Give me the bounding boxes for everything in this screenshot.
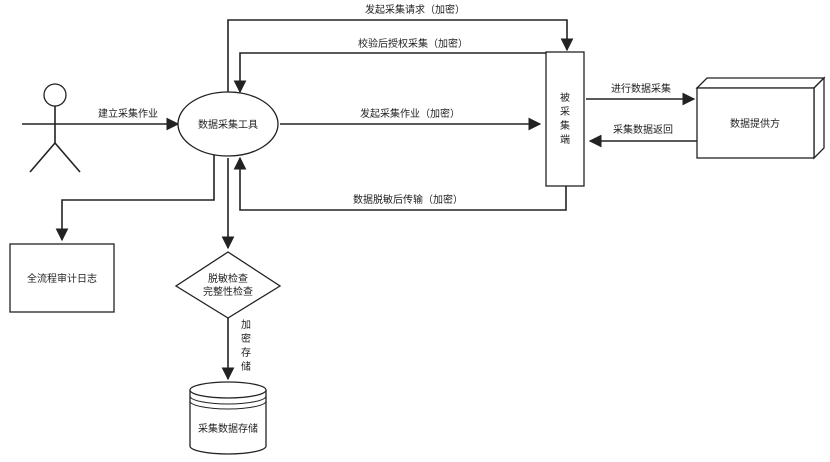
edge-label-do-collect: 进行数据采集 [611,82,671,95]
collected-end-char-2: 采 [560,106,570,118]
edge-label-authorize: 校验后授权采集（加密） [358,37,468,50]
collected-end-node: 被 采 集 端 [545,51,585,187]
storage-cylinder-node: 采集数据存储 [189,381,267,455]
data-provider-label: 数据提供方 [730,117,780,130]
check-label-line1: 脱敏检查 [208,272,248,285]
check-diamond-node: 脱敏检查 完整性检查 [174,251,282,319]
edge-request [227,19,574,92]
edge-label-transmit: 数据脱敏后传输（加密） [353,193,463,206]
edge-label-encrypt-store-char-2: 密 [241,332,251,345]
edge-label-encrypt-store-char-1: 加 [241,319,251,331]
collected-end-char-4: 端 [560,133,570,146]
collection-tool-node: 数据采集工具 [177,91,279,157]
edge-label-start-job: 发起采集作业（加密） [360,107,460,120]
audit-log-label: 全流程审计日志 [27,272,97,285]
storage-label: 采集数据存储 [198,422,258,435]
edge-label-create-job: 建立采集作业 [98,107,158,120]
collected-end-char-1: 被 [560,91,570,104]
edge-authorize [233,52,546,94]
check-label-line2: 完整性检查 [203,285,253,298]
user-actor-icon [22,83,88,173]
edge-label-request: 发起采集请求（加密） [365,3,465,16]
collected-end-char-3: 集 [560,119,570,132]
collection-tool-label: 数据采集工具 [198,118,258,131]
edge-label-encrypt-store-char-4: 储 [241,360,251,373]
data-provider-node: 数据提供方 [695,76,826,160]
edge-transmit [233,156,567,211]
audit-log-node: 全流程审计日志 [9,243,115,313]
edge-audit [55,155,215,242]
edge-label-return-data: 采集数据返回 [613,123,673,136]
edge-label-encrypt-store-char-3: 存 [241,346,251,359]
